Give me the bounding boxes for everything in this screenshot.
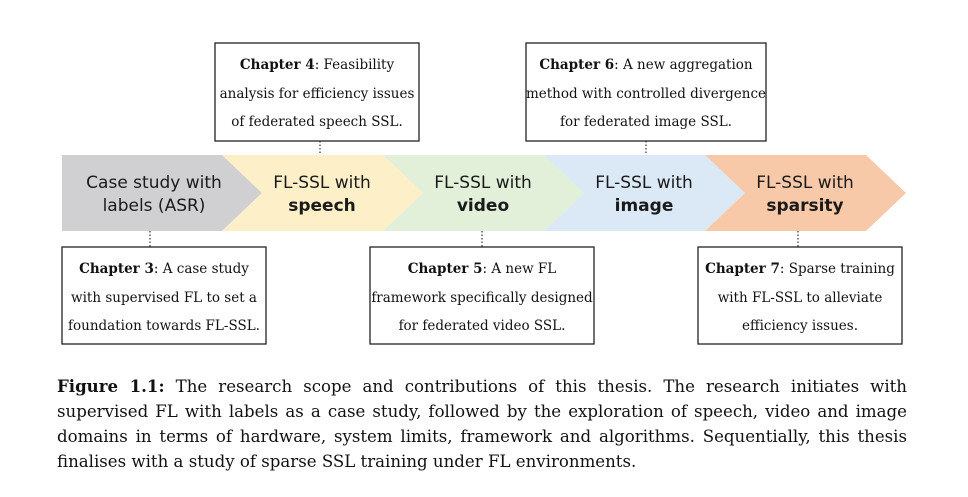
chapter4-line2: analysis for efficiency issues [220,86,415,102]
chapter5-title: Chapter 5 [408,261,483,277]
svg-text:Chapter 3: A case study: Chapter 3: A case study [79,261,249,277]
chapter4-line3: of federated speech SSL. [231,114,403,130]
stage-chevron-asr [62,155,262,231]
stage-speech-line1: FL-SSL with [273,173,371,193]
chapter7-line3: efficiency issues. [742,318,858,334]
figure-caption: Figure 1.1: The research scope and contr… [57,374,907,474]
stage-video-line1: FL-SSL with [434,173,532,193]
chapter5-line2: framework specifically designed [371,290,593,306]
svg-text:Chapter 7: Sparse training: Chapter 7: Sparse training [705,261,895,277]
chapter5-line1: : A new FL [483,261,557,277]
svg-text:Chapter 4: Feasibility: Chapter 4: Feasibility [240,57,395,73]
stage-chevron-sparsity [705,155,906,231]
svg-text:Chapter 5: A new FL: Chapter 5: A new FL [408,261,557,277]
chapter7-title: Chapter 7 [705,261,780,277]
chapter6-title: Chapter 6 [539,57,614,73]
stage-chevron-video [383,155,584,231]
chapter3-box: Chapter 3: A case study with supervised … [61,246,267,345]
chapter3-line3: foundation towards FL-SSL. [68,318,260,334]
research-scope-diagram: Case study with labels (ASR) FL-SSL with… [61,42,906,345]
stage-chevron-image [544,155,745,231]
stage-chevron-speech [222,155,423,231]
chapter4-line1: : Feasibility [315,57,395,73]
dotted-connectors [149,141,799,247]
stage-asr-line2: labels (ASR) [103,196,206,216]
figure-caption-text: The research scope and contributions of … [57,377,907,471]
stage-sparsity-line1: FL-SSL with [756,173,854,193]
chapter3-line2: with supervised FL to set a [71,290,257,306]
stage-video-line2: video [457,196,509,216]
chapter3-line1: : A case study [154,261,249,277]
chapter4-box: Chapter 4: Feasibility analysis for effi… [214,42,420,142]
svg-text:Chapter 6: A new aggregation: Chapter 6: A new aggregation [539,57,753,73]
stage-asr-line1: Case study with [86,173,222,193]
stage-labels: Case study with labels (ASR) FL-SSL with… [86,173,854,216]
stage-speech-line2: speech [288,196,356,216]
chapter7-line2: with FL-SSL to alleviate [718,290,883,306]
chapter6-line1: : A new aggregation [614,57,753,73]
chapter3-title: Chapter 3 [79,261,154,277]
chapter5-line3: for federated video SSL. [399,318,566,334]
chapter7-line1: : Sparse training [780,261,895,277]
chapter7-box: Chapter 7: Sparse training with FL-SSL t… [697,246,903,345]
stage-image-line1: FL-SSL with [595,173,693,193]
chapter6-line2: method with controlled divergence [526,86,766,102]
stage-image-line2: image [615,196,674,216]
chapter6-line3: for federated image SSL. [560,114,732,130]
figure-caption-label: Figure 1.1: [57,376,165,396]
chapter5-box: Chapter 5: A new FL framework specifical… [369,246,595,345]
chapter6-box: Chapter 6: A new aggregation method with… [525,42,767,142]
stage-chevrons [62,155,906,231]
stage-sparsity-line2: sparsity [766,196,843,216]
chapter4-title: Chapter 4 [240,57,315,73]
